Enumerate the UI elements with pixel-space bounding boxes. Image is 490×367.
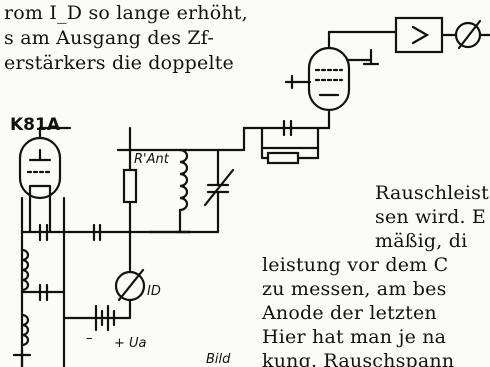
text-line-right-5: zu messen, am bes (262, 278, 447, 300)
tube-envelope-left (18, 136, 62, 200)
resistor-rant (122, 168, 138, 204)
text-line-left-2: s am Ausgang des Zf- (4, 27, 214, 49)
figure-caption: Bild (206, 352, 231, 367)
resistor (266, 151, 300, 165)
tube-label: K81A (10, 115, 60, 135)
text-fragment: rom I_D so lange erhöht, (4, 2, 248, 24)
inductor (20, 248, 30, 292)
text-line-right-4: leistung vor dem C (262, 254, 449, 276)
amplifier-symbol (411, 25, 430, 45)
meter-label: ID (147, 284, 161, 299)
text-line-right-8: kung. Rauschspann (262, 350, 455, 367)
text-line-right-7: Hier hat man je na (262, 326, 447, 348)
supply-plus-label: + Ua (114, 336, 147, 351)
variable-arrow (203, 168, 235, 207)
resistor-label: R'Ant (134, 152, 169, 167)
meter-needle (117, 268, 145, 302)
text-line-right-2: sen wird. E (375, 206, 487, 228)
supply-minus-label: – (86, 331, 93, 346)
text-line-right-3: mäßig, di (375, 230, 468, 252)
meter-needle (457, 19, 482, 50)
text-line-left-1: rom I_D so lange erhöht, (4, 2, 248, 24)
inductor (178, 148, 189, 212)
text-line-left-3: erstärkers die doppelte (4, 52, 235, 74)
text-line-right-6: Anode der letzten (262, 302, 437, 324)
inductor (20, 313, 30, 347)
amplifier-box (394, 16, 444, 54)
tube-cathode (28, 184, 52, 202)
text-line-right-1: Rauschleist (375, 182, 489, 204)
